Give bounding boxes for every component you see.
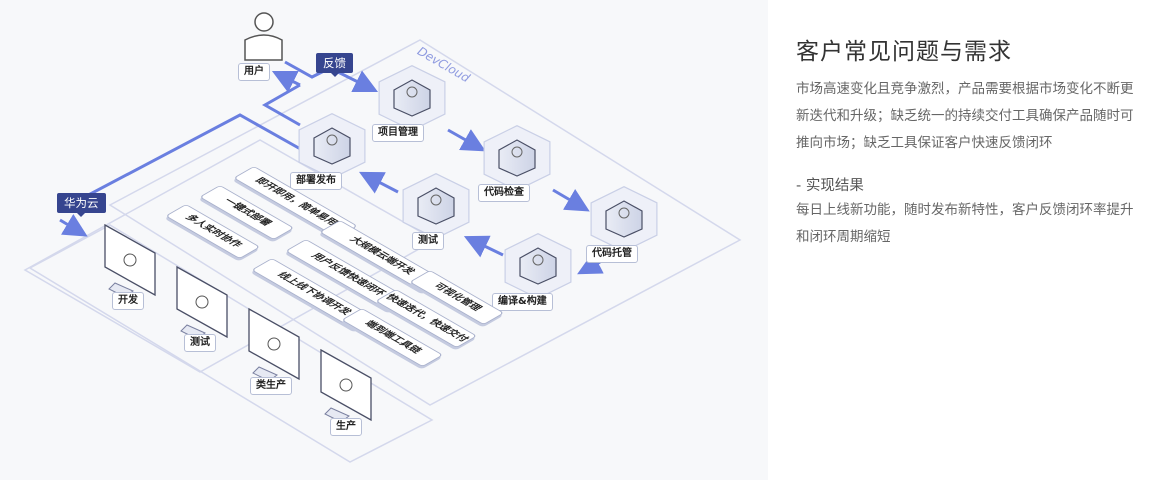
code-icon [123, 253, 137, 267]
square-icon [532, 254, 544, 266]
gear-icon [267, 337, 281, 351]
target-icon [511, 146, 523, 158]
node-label-project: 项目管理 [372, 124, 424, 142]
panel-title: 客户常见问题与需求 [796, 39, 1012, 65]
base-plane [28, 224, 434, 463]
monitor-0 [104, 223, 156, 298]
user-label: 用户 [238, 63, 270, 81]
node-label-code-check: 代码检查 [478, 184, 530, 202]
cube-icon [326, 134, 338, 146]
pipeline-node-deploy [298, 113, 366, 179]
flow-arrow-2 [552, 188, 590, 212]
flow-arrow-5 [359, 171, 399, 194]
user-icon [244, 12, 283, 61]
env-label-staging: 类生产 [250, 377, 292, 395]
result-text: 每日上线新功能，随时发布新特性，客户反馈闭环率提升和闭环周期缩短 [796, 202, 1134, 245]
env-label-test: 测试 [184, 334, 216, 352]
pipeline-node-code-host [590, 186, 658, 252]
result-heading: - 实现结果 [796, 178, 864, 194]
pipeline-node-test [402, 173, 470, 239]
to-user-arrow [271, 70, 301, 93]
cloud-arrow-line [59, 213, 88, 237]
monitor-3 [320, 348, 372, 423]
shield-icon [618, 207, 630, 219]
monitor-1 [176, 265, 228, 340]
refresh-icon [339, 378, 353, 392]
problem-text: 市场高速变化且竞争激烈，产品需要根据市场变化不断更新迭代和升级；缺乏统一的持续交… [796, 81, 1134, 151]
node-label-build: 编译&构建 [492, 293, 553, 311]
node-label-deploy: 部署发布 [290, 172, 342, 190]
node-label-test: 测试 [412, 232, 444, 250]
info-panel: 客户常见问题与需求 市场高速变化且竞争激烈，产品需要根据市场变化不断更新迭代和升… [796, 36, 1146, 251]
cloud-link-line [59, 113, 321, 212]
flow-arrow-1 [447, 128, 486, 152]
node-label-code-host: 代码托管 [586, 245, 638, 263]
flow-arrow-3 [577, 252, 604, 275]
env-label-dev: 开发 [112, 292, 144, 310]
diagram-canvas [23, 12, 742, 463]
env-label-prod: 生产 [330, 418, 362, 436]
pipeline-node-build [504, 233, 572, 299]
devops-diagram: DevCloud 用户 反馈 华为云 项目管理 代码检查 代码托管 编译&构建 … [23, 12, 742, 463]
bars-icon [430, 194, 442, 206]
flow-arrow-4 [463, 235, 504, 258]
pipeline-node-code-check [483, 125, 551, 191]
huawei-cloud-tag: 华为云 [57, 193, 106, 217]
check-icon [195, 295, 209, 309]
list-icon [406, 86, 418, 98]
pipeline-node-project [378, 65, 446, 131]
devcloud-plane [108, 39, 742, 406]
feedback-tag: 反馈 [316, 53, 353, 77]
